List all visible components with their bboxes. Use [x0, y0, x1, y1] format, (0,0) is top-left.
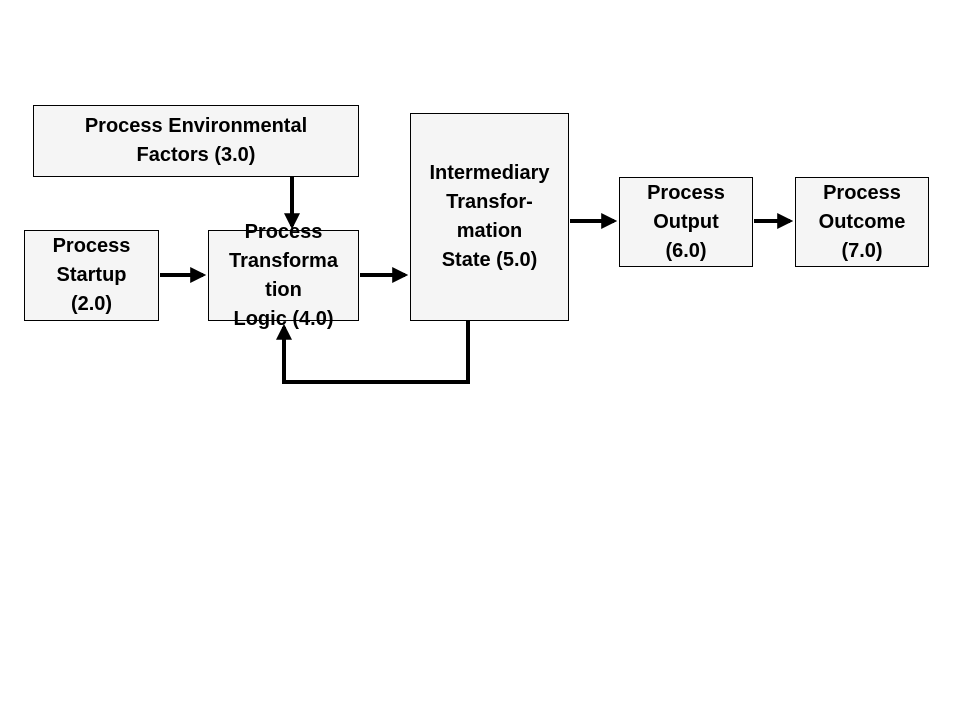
node-process-output: Process Output (6.0) — [619, 177, 753, 267]
node-label: Intermediary Transfor- mation State (5.0… — [429, 162, 550, 271]
node-process-outcome: Process Outcome (7.0) — [795, 177, 929, 267]
node-label: Process Environmental Factors (3.0) — [84, 115, 308, 166]
node-label: Process Transforma tion Logic (4.0) — [229, 220, 338, 330]
node-label: Process Output (6.0) — [647, 181, 725, 262]
node-label: Process Startup (2.0) — [52, 235, 131, 315]
node-process-startup: Process Startup (2.0) — [24, 230, 159, 321]
node-process-environmental-factors: Process Environmental Factors (3.0) — [33, 105, 359, 177]
node-label: Process Outcome (7.0) — [818, 181, 906, 262]
arrow-feedback-loop — [276, 321, 470, 384]
node-intermediary-transformation-state: Intermediary Transfor- mation State (5.0… — [410, 113, 569, 321]
node-process-transformation-logic: Process Transforma tion Logic (4.0) — [208, 221, 359, 330]
